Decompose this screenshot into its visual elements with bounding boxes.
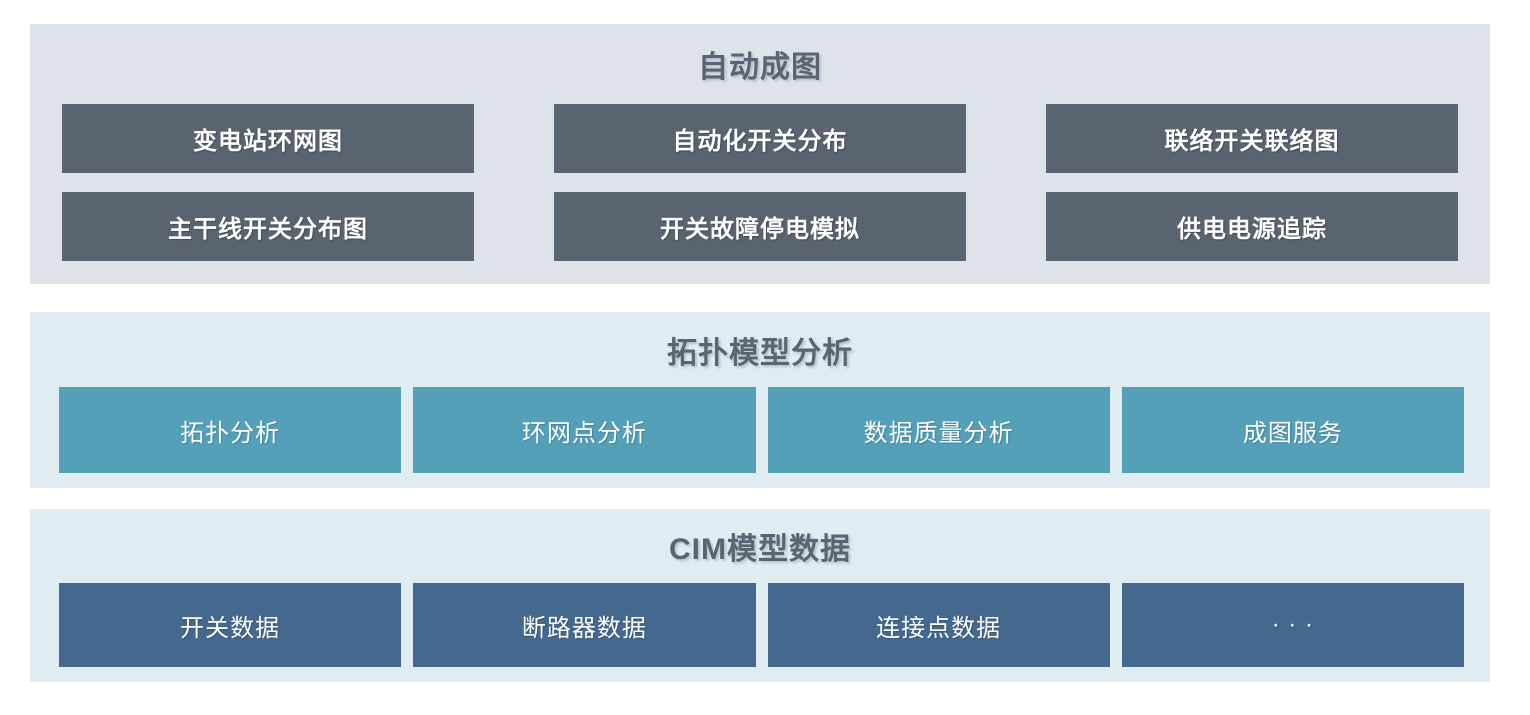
block-substation-ring-network-diagram: 变电站环网图 (62, 104, 474, 173)
section-cim-model-data: CIM模型数据 开关数据 断路器数据 连接点数据 · · · (30, 509, 1490, 682)
block-trunk-line-switch-distribution-diagram: 主干线开关分布图 (62, 192, 474, 261)
block-switch-data: 开关数据 (59, 583, 402, 667)
block-circuit-breaker-data: 断路器数据 (413, 583, 756, 667)
section-topology-model-analysis: 拓扑模型分析 拓扑分析 环网点分析 数据质量分析 成图服务 (30, 312, 1490, 488)
auto-diagram-block-grid: 变电站环网图 自动化开关分布 联络开关联络图 主干线开关分布图 开关故障停电模拟… (30, 104, 1490, 261)
block-switch-fault-outage-simulation: 开关故障停电模拟 (554, 192, 966, 261)
section-title-cim-model-data: CIM模型数据 (669, 533, 851, 566)
block-connection-point-data: 连接点数据 (767, 583, 1110, 667)
block-tie-switch-connection-diagram: 联络开关联络图 (1046, 104, 1458, 173)
section-title-auto-diagram: 自动成图 (698, 51, 822, 84)
block-data-quality-analysis: 数据质量分析 (767, 387, 1110, 473)
block-diagram-generation-service: 成图服务 (1121, 387, 1464, 473)
topology-analysis-block-grid: 拓扑分析 环网点分析 数据质量分析 成图服务 (30, 387, 1490, 473)
block-automated-switch-distribution: 自动化开关分布 (554, 104, 966, 173)
cim-data-block-grid: 开关数据 断路器数据 连接点数据 · · · (30, 583, 1490, 667)
block-ring-network-point-analysis: 环网点分析 (413, 387, 756, 473)
block-more-ellipsis: · · · (1121, 583, 1464, 667)
section-title-topology-model-analysis: 拓扑模型分析 (667, 336, 853, 370)
block-power-supply-source-tracing: 供电电源追踪 (1046, 192, 1458, 261)
section-auto-diagram: 自动成图 变电站环网图 自动化开关分布 联络开关联络图 主干线开关分布图 开关故… (30, 24, 1490, 284)
block-topology-analysis: 拓扑分析 (59, 387, 402, 473)
